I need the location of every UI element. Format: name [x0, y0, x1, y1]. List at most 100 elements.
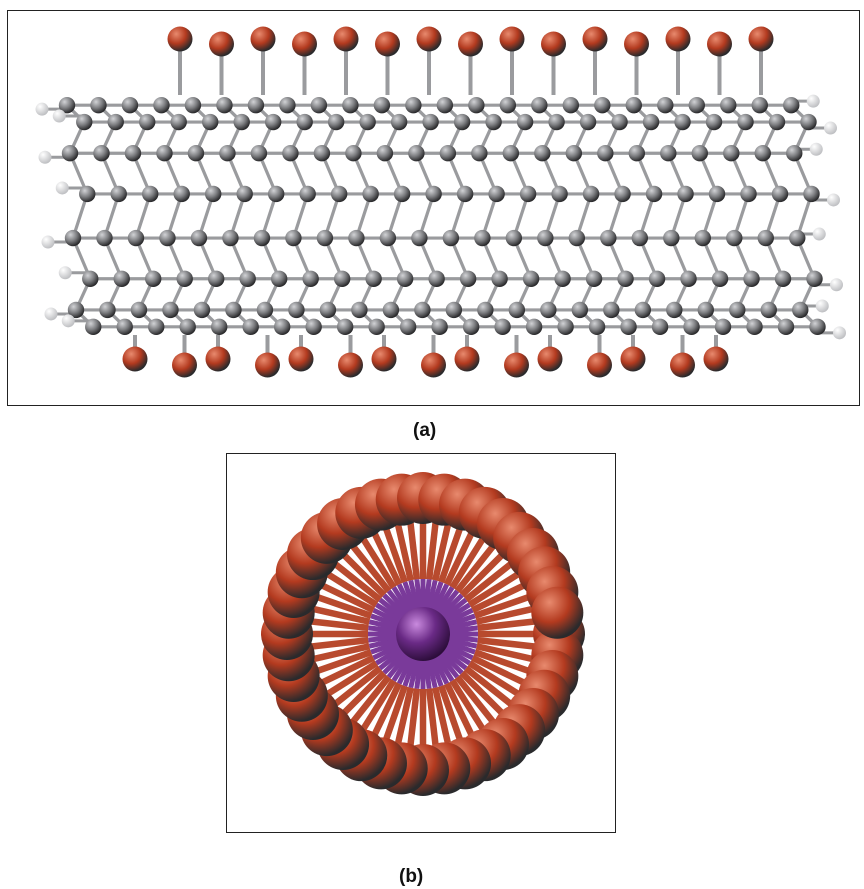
- ring-bond: [454, 674, 496, 724]
- carbon-atom: [121, 96, 139, 114]
- carbon-atom: [582, 185, 600, 203]
- hydrogen-atom: [812, 227, 826, 241]
- hydrogen-atom: [44, 307, 58, 321]
- carbon-atom: [705, 113, 723, 131]
- ring-bond: [311, 636, 369, 650]
- carbon-atom: [393, 185, 411, 203]
- carbon-atom: [379, 229, 397, 247]
- carbon-atom: [96, 229, 113, 247]
- carbon-atom: [362, 185, 379, 203]
- ring-bond: [473, 593, 530, 619]
- carbon-atom: [697, 301, 714, 319]
- ring-bond: [320, 654, 375, 686]
- carbon-atom: [145, 270, 162, 287]
- carbon-atom: [468, 96, 485, 114]
- carbon-atom: [247, 96, 265, 114]
- outer-atom: [499, 26, 525, 52]
- carbon-atom: [806, 270, 823, 287]
- outer-atom: [333, 26, 359, 52]
- carbon-atom: [768, 113, 786, 131]
- carbon-atom: [548, 113, 565, 131]
- carbon-atom: [116, 318, 133, 336]
- outer-atom: [620, 346, 646, 372]
- carbon-atom: [405, 96, 422, 114]
- carbon-atom: [625, 96, 643, 114]
- carbon-atom: [757, 229, 774, 247]
- carbon-atom: [193, 301, 211, 319]
- carbon-atom: [425, 185, 442, 203]
- carbon-atom: [471, 145, 488, 162]
- carbon-atom: [348, 229, 365, 247]
- carbon-atom: [64, 229, 82, 247]
- carbon-atom: [422, 113, 439, 131]
- carbon-atom: [579, 113, 597, 131]
- carbon-atom: [516, 113, 534, 131]
- ring-bond: [459, 670, 505, 716]
- hydrogen-atom: [809, 142, 823, 156]
- carbon-atom: [390, 113, 408, 131]
- ring-bond: [341, 552, 387, 598]
- carbon-atom: [502, 145, 520, 162]
- carbon-atom: [79, 185, 96, 203]
- carbon-atom: [256, 301, 274, 319]
- bond-group: [42, 39, 840, 365]
- carbon-atom: [396, 270, 414, 287]
- hydrogen-atom: [806, 94, 820, 108]
- carbon-atom: [777, 318, 795, 336]
- carbon-atom: [477, 301, 494, 319]
- ring-bond: [459, 552, 505, 598]
- ring-bond: [438, 684, 464, 741]
- carbon-atom: [330, 185, 348, 203]
- carbon-atom: [809, 318, 826, 336]
- carbon-atom: [302, 270, 319, 287]
- carbon-atom: [351, 301, 368, 319]
- carbon-atom: [620, 318, 637, 336]
- carbon-atom: [436, 96, 454, 114]
- carbon-atom: [239, 270, 256, 287]
- ring-bond: [471, 654, 526, 686]
- carbon-atom: [310, 96, 328, 114]
- ring-bond: [382, 684, 408, 741]
- carbon-atom: [285, 229, 302, 247]
- carbon-atom: [76, 113, 93, 131]
- ring-bond: [371, 531, 403, 586]
- carbon-atom: [711, 270, 729, 287]
- panel-b-label: (b): [399, 866, 424, 887]
- ring-bond: [360, 678, 397, 731]
- carbon-atom: [723, 145, 740, 162]
- outer-atom: [541, 31, 566, 57]
- carbon-atom: [208, 270, 225, 287]
- carbon-atom: [660, 145, 677, 162]
- outer-atom: [454, 346, 480, 372]
- carbon-atom: [459, 270, 477, 287]
- carbon-atom: [373, 96, 391, 114]
- center-atom: [396, 607, 450, 661]
- outer-atom: [122, 346, 148, 372]
- carbon-atom: [82, 270, 99, 287]
- carbon-atom: [159, 229, 176, 247]
- hydrogen-atom: [827, 193, 840, 207]
- carbon-atom: [124, 145, 142, 162]
- carbon-atom: [691, 145, 708, 162]
- carbon-atom: [568, 229, 586, 247]
- carbon-atom: [156, 145, 173, 162]
- carbon-atom: [645, 185, 663, 203]
- carbon-atom: [107, 113, 124, 131]
- carbon-atom: [522, 270, 540, 287]
- carbon-atom: [474, 229, 491, 247]
- carbon-atom: [789, 229, 806, 247]
- ring-bond: [394, 686, 414, 744]
- carbon-atom: [554, 270, 571, 287]
- ring-bond: [394, 524, 414, 582]
- carbon-atom: [614, 185, 631, 203]
- outer-atom: [172, 352, 197, 378]
- carbon-atom: [663, 229, 680, 247]
- carbon-atom: [273, 318, 291, 336]
- panel-a-nanotube-side-view: [7, 10, 860, 406]
- carbon-atom: [299, 185, 316, 203]
- carbon-atom: [562, 96, 580, 114]
- hydrogen-atom: [35, 102, 49, 116]
- outer-atom: [338, 352, 363, 378]
- carbon-atom: [740, 185, 757, 203]
- carbon-atom: [90, 96, 107, 114]
